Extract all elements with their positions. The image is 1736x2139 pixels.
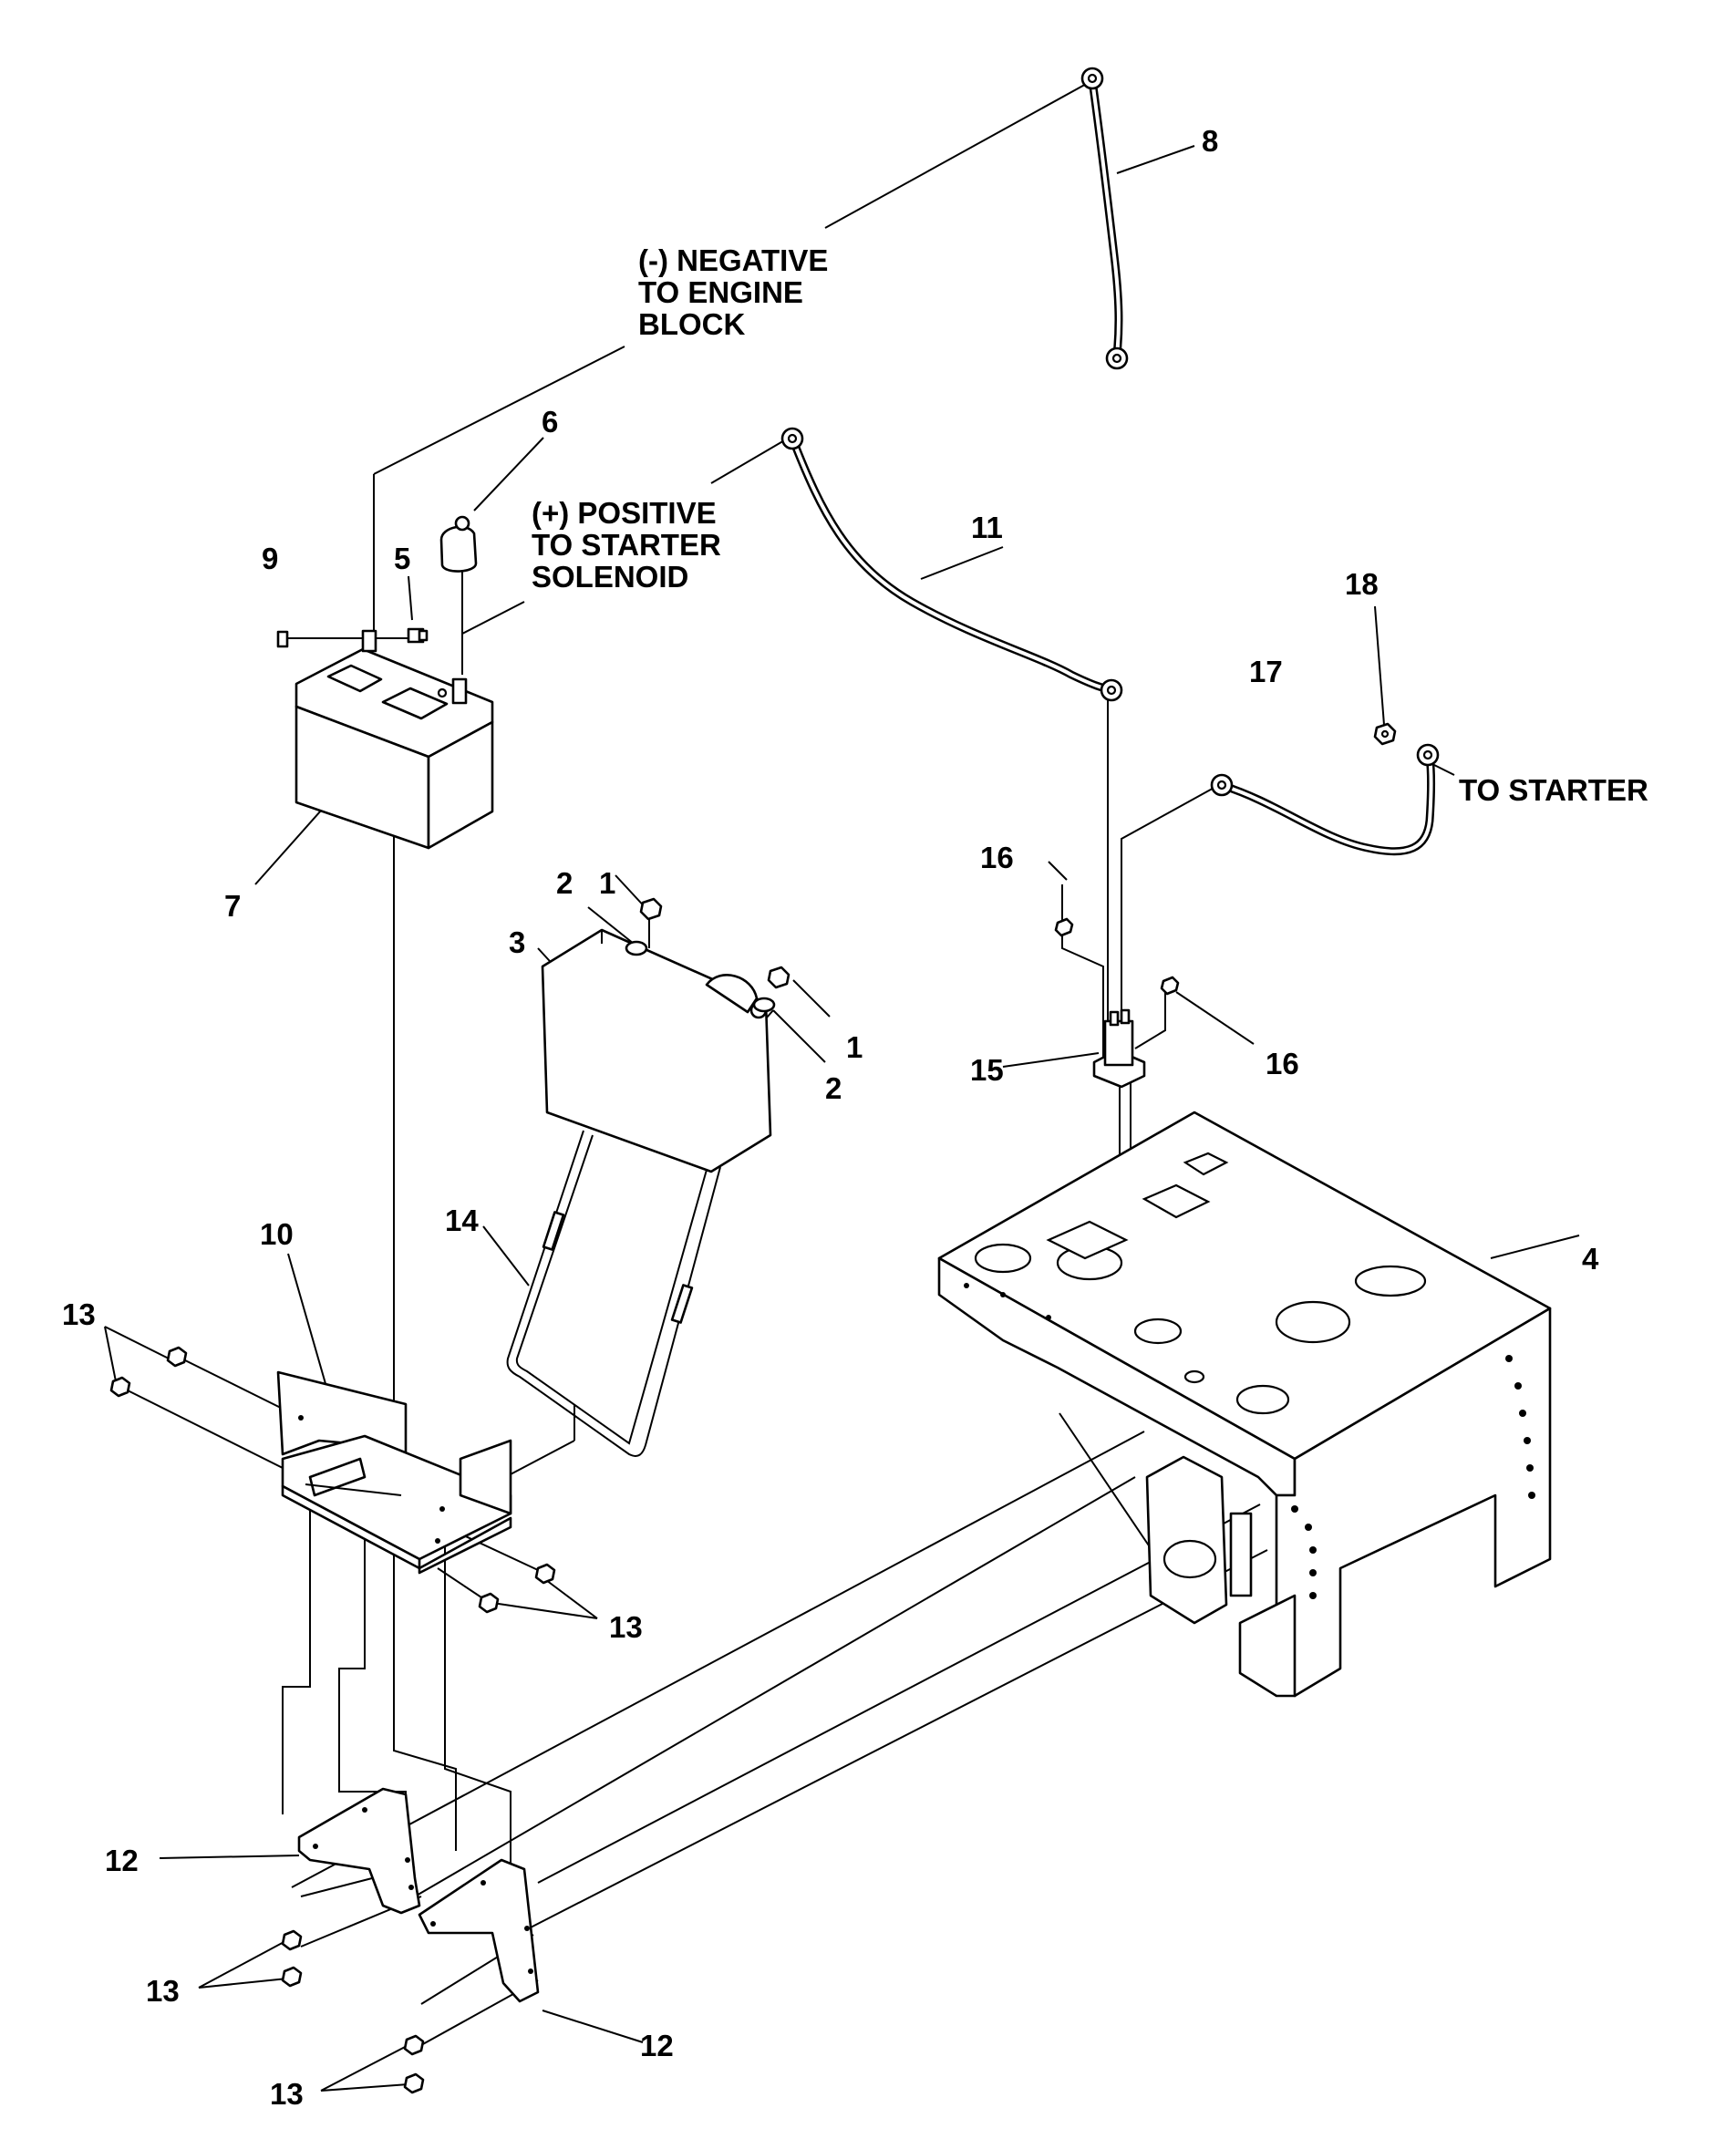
positive-cable-11 — [780, 427, 1123, 702]
callout-12-left: 12 — [105, 1844, 139, 1877]
note-positive-line-2: TO STARTER — [532, 528, 721, 562]
callout-16-left: 16 — [980, 841, 1014, 874]
callout-6: 6 — [542, 405, 558, 439]
callout-1-upper: 1 — [599, 866, 615, 900]
callout-4: 4 — [1582, 1242, 1599, 1276]
note-positive-line-3: SOLENOID — [532, 560, 688, 594]
terminal-cover-6 — [439, 515, 478, 573]
callout-7: 7 — [224, 889, 241, 923]
washer-2-right — [752, 997, 776, 1013]
bolt-13-lower-3 — [403, 2034, 425, 2056]
callout-2-right: 2 — [825, 1071, 842, 1105]
solenoid-15 — [1092, 1008, 1146, 1089]
callout-13-tray: 13 — [609, 1610, 643, 1644]
hold-down-rod-14 — [506, 1130, 721, 1457]
bolt-13-a — [166, 1346, 188, 1368]
note-positive-line-1: (+) POSITIVE — [532, 496, 717, 530]
bolt-5 — [407, 627, 429, 644]
nut-1-right — [767, 966, 790, 989]
nut-18 — [1373, 722, 1397, 746]
callout-3: 3 — [509, 925, 525, 959]
bracket-12-left — [297, 1787, 421, 1915]
bolt-13-lower-2 — [281, 1966, 303, 1988]
bracket-12-right — [418, 1858, 540, 2003]
starter-cable-17 — [1210, 743, 1440, 856]
callout-12-right: 12 — [640, 2029, 674, 2062]
negative-cable-8 — [1080, 67, 1129, 370]
callout-5: 5 — [394, 542, 410, 575]
bolt-9 — [276, 630, 289, 648]
leader-lines — [104, 81, 1580, 2092]
bolt-13-d — [478, 1592, 500, 1614]
callout-18: 18 — [1345, 567, 1379, 601]
note-negative-line-3: BLOCK — [638, 307, 745, 341]
callout-17: 17 — [1249, 655, 1283, 688]
screw-16-left — [1054, 917, 1074, 937]
battery-tray-10 — [276, 1370, 512, 1575]
callout-15: 15 — [970, 1053, 1004, 1087]
callout-14: 14 — [445, 1204, 479, 1237]
note-to-starter: TO STARTER — [1459, 773, 1648, 807]
bolt-13-b — [109, 1376, 131, 1398]
callout-9: 9 — [262, 542, 278, 575]
screw-16-right — [1160, 976, 1180, 996]
note-negative-line-1: (-) NEGATIVE — [638, 243, 828, 277]
note-positive: (+) POSITIVE TO STARTER SOLENOID — [532, 496, 721, 594]
hold-down-3 — [541, 928, 772, 1173]
bolt-13-lower-1 — [281, 1929, 303, 1951]
bolt-13-lower-4 — [403, 2072, 425, 2094]
callout-16-right: 16 — [1266, 1047, 1299, 1080]
callout-13-lower-left: 13 — [146, 1974, 180, 2008]
callout-13-lower-right: 13 — [270, 2077, 304, 2111]
callout-8: 8 — [1202, 124, 1218, 158]
callout-labels: 8 6 9 5 11 18 17 7 1 2 16 3 1 2 15 16 10… — [62, 124, 1599, 2111]
note-negative: (-) NEGATIVE TO ENGINE BLOCK — [638, 243, 828, 341]
frame-4 — [937, 1111, 1552, 1698]
callout-10: 10 — [260, 1217, 294, 1251]
nut-1-upper — [639, 897, 663, 921]
battery-7 — [294, 629, 494, 850]
washer-2-upper — [625, 940, 648, 956]
callout-1-right: 1 — [846, 1030, 863, 1064]
callout-11: 11 — [971, 511, 1003, 544]
note-negative-line-2: TO ENGINE — [638, 275, 803, 309]
bolt-13-c — [534, 1563, 556, 1585]
callout-13-upper: 13 — [62, 1297, 96, 1331]
callout-2-upper: 2 — [556, 866, 573, 900]
